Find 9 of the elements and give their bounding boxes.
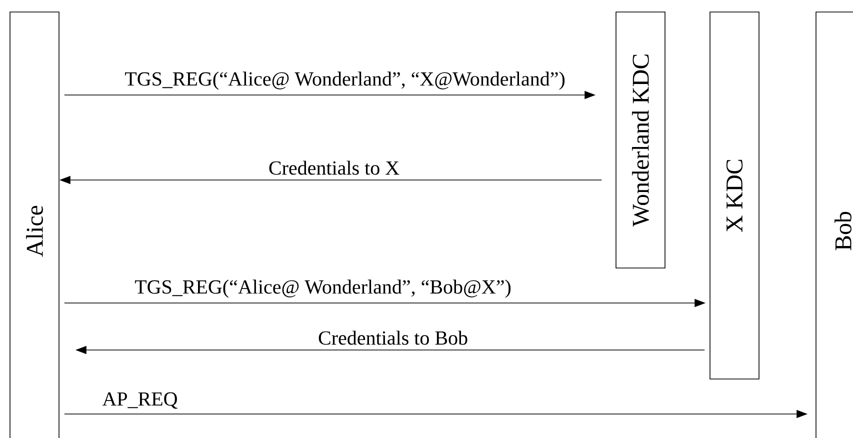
edge-label: AP_REQ bbox=[102, 392, 178, 409]
edge-label: TGS_REG(“Alice@ Wonderland”, “Bob@X”) bbox=[134, 280, 511, 298]
edge-label: Credentials to Bob bbox=[318, 330, 468, 345]
edge-label: TGS_REG(“Alice@ Wonderland”, “X@Wonderland”) bbox=[125, 72, 565, 90]
edge-label: Credentials to X bbox=[269, 160, 400, 175]
participant-box: Alice bbox=[10, 12, 60, 438]
participant-box: Wonderland KDC bbox=[616, 12, 666, 268]
participant-box: X KDC bbox=[710, 12, 760, 380]
participant-box: Bob bbox=[816, 12, 853, 438]
